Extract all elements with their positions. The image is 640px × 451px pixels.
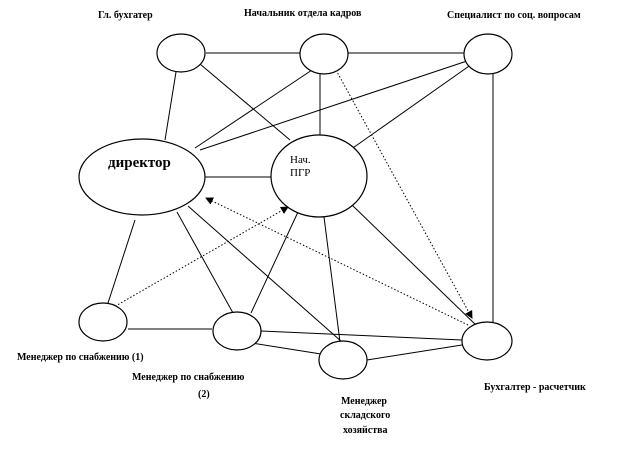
edge-supply2-payroll [260,330,463,341]
node-chief-accountant [156,33,206,73]
node-warehouse-manager [318,340,368,380]
label-hr-head: Начальник отдела кадров [244,8,362,19]
node-director [78,138,206,216]
edge-social-director [199,59,471,151]
label-warehouse-line2: складского [340,410,391,421]
nodes [78,33,513,380]
node-hr-head [299,33,349,75]
label-social-specialist: Специалист по соц. вопросам [447,10,581,21]
node-social-specialist [463,33,513,75]
edge-director-supply2 [176,211,234,314]
label-supply-manager-2-line1: Менеджер по снабжению [132,372,245,383]
edge-director-chief-accountant [164,71,177,141]
node-pgr-head [270,134,368,218]
arrow-hr-to-payroll [335,69,473,319]
dotted-arrows [111,69,473,326]
edge-supply2-warehouse [251,342,322,355]
label-pgr-head-line2: ПГР [290,167,311,179]
label-director: директор [108,155,171,171]
edge-pgr-warehouse [323,216,341,343]
arrow-supply1-to-pgr [111,206,289,309]
edge-warehouse-payroll [366,344,463,361]
edge-social-pgr [349,63,473,151]
node-payroll-accountant [461,321,513,361]
label-warehouse-line1: Менеджер [341,396,387,407]
label-supply-manager-2-line2: (2) [198,389,210,400]
solid-edges [107,52,494,361]
label-chief-accountant: Гл. бухгатер [98,10,153,21]
label-supply-manager-1: Менеджер по снабжению (1) [17,352,144,363]
edge-director-warehouse [187,205,343,343]
edge-chief-accountant-pgr [199,63,291,141]
label-warehouse-line3: хозяйства [343,425,388,436]
edge-pgr-supply2 [250,211,299,314]
edge-pgr-payroll [351,204,479,328]
edge-hr-director [194,69,313,149]
label-payroll-accountant: Бухгалтер - расчетчик [484,382,586,393]
arrow-payroll-to-director [205,197,469,326]
node-supply-manager-2 [212,311,262,351]
label-pgr-head-line1: Нач. [290,154,311,166]
node-supply-manager-1 [78,302,128,342]
edge-director-supply1 [107,219,136,304]
